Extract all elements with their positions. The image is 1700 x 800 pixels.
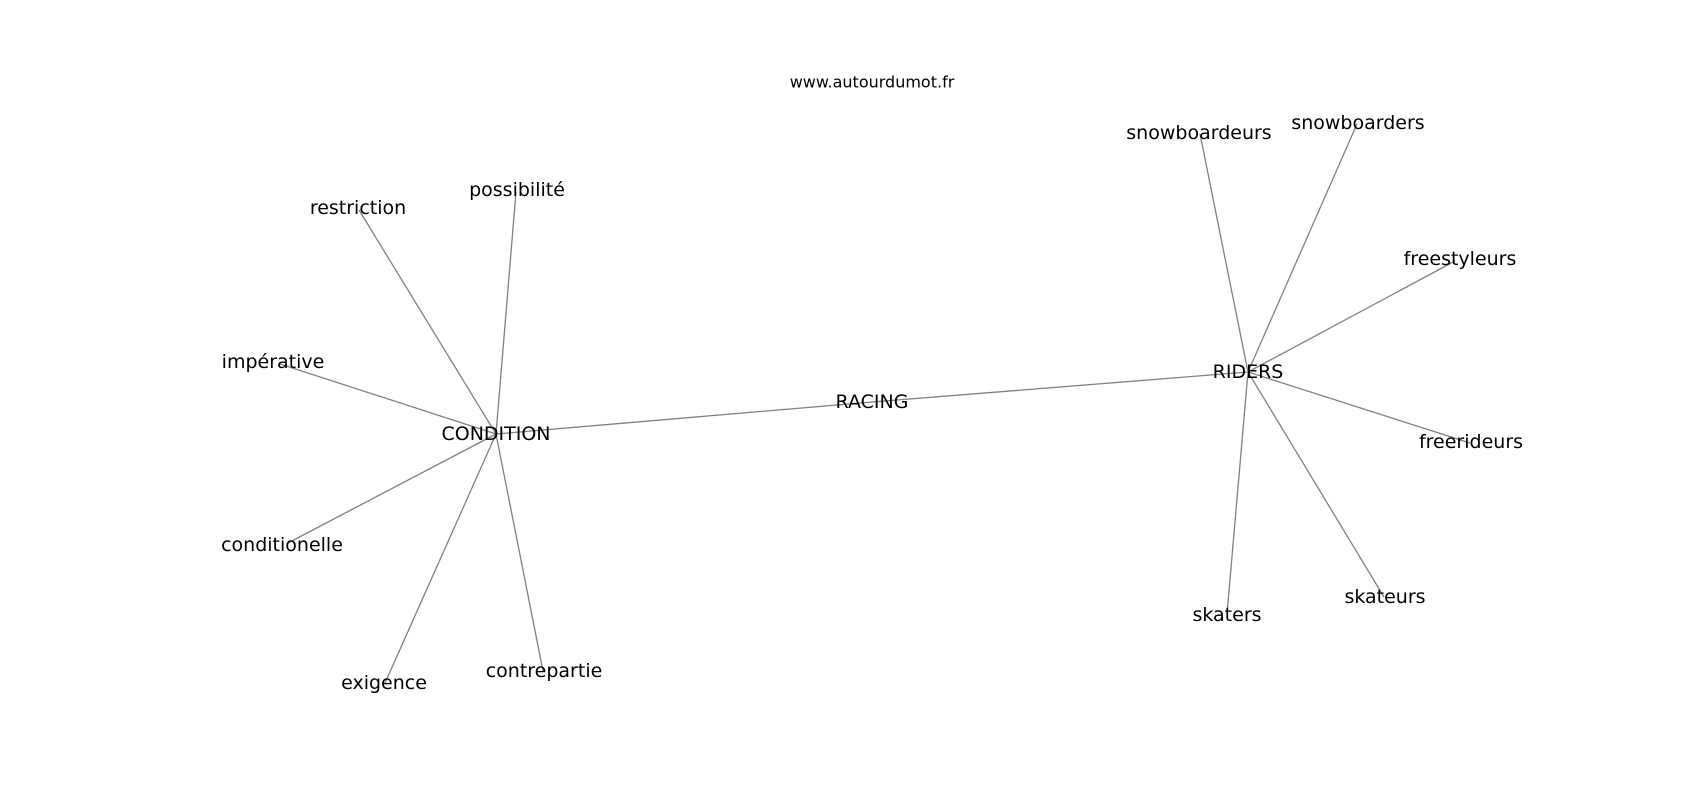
node-skateurs: skateurs <box>1344 586 1425 608</box>
edge-condition-exigence <box>384 433 497 684</box>
edges <box>279 123 1471 684</box>
edge-condition-restriction <box>358 209 497 435</box>
node-hub-riders: RIDERS <box>1213 361 1284 383</box>
edge-racing-riders <box>871 371 1249 403</box>
edge-condition-contrepartie <box>495 433 544 672</box>
edge-racing-condition <box>495 401 873 435</box>
node-contrepartie: contrepartie <box>486 660 603 682</box>
node-center: RACING <box>836 391 909 413</box>
edge-condition-conditionelle <box>287 433 497 544</box>
node-freerideurs: freerideurs <box>1419 431 1523 453</box>
watermark-text: www.autourdumot.fr <box>790 73 955 92</box>
node-snowboardeurs: snowboardeurs <box>1126 122 1271 144</box>
node-snowboarders: snowboarders <box>1291 112 1424 134</box>
node-conditionelle: conditionelle <box>221 534 343 556</box>
edge-riders-snowboarders <box>1247 123 1358 373</box>
edge-riders-snowboardeurs <box>1199 133 1249 373</box>
node-hub-condition: CONDITION <box>441 423 550 445</box>
edge-condition-imperative <box>279 363 497 435</box>
edge-riders-freerideurs <box>1247 371 1471 444</box>
edge-condition-possibilite <box>495 191 517 435</box>
edge-riders-skaters <box>1226 371 1249 615</box>
node-imperative: impérative <box>222 351 325 373</box>
node-freestyleurs: freestyleurs <box>1404 248 1517 270</box>
node-skaters: skaters <box>1192 604 1261 626</box>
edge-riders-skateurs <box>1247 371 1385 598</box>
node-restriction: restriction <box>310 197 406 219</box>
node-exigence: exigence <box>341 672 427 694</box>
edge-riders-freestyleurs <box>1247 260 1456 373</box>
labels: www.autourdumot.fr RACING CONDITION rest… <box>221 73 1523 695</box>
node-possibilite: possibilité <box>469 179 565 201</box>
